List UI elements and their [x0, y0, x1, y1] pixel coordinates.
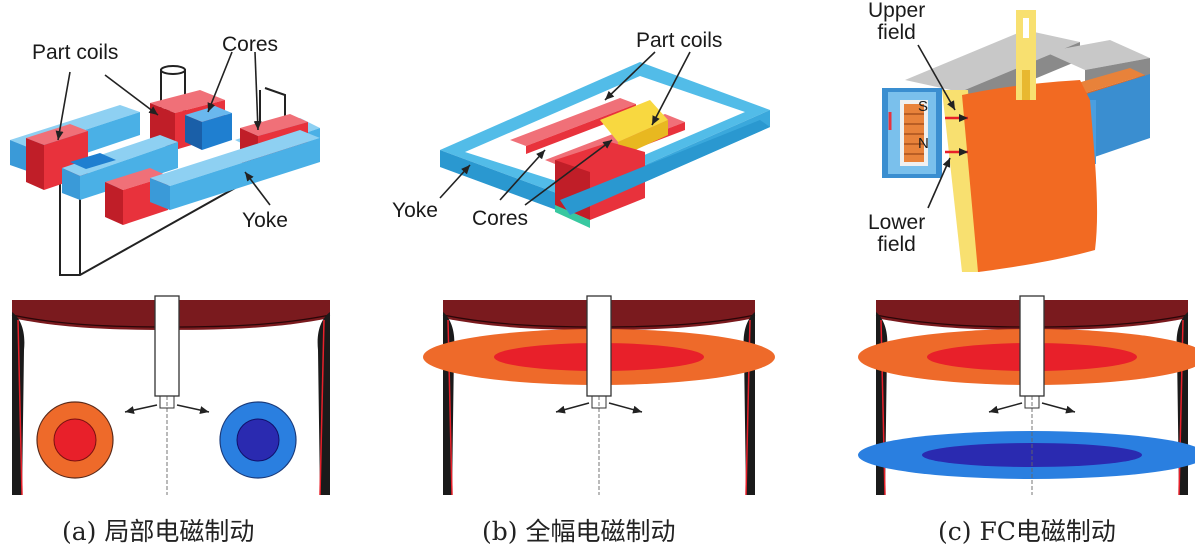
arrow-part-coils-1 [55, 71, 71, 141]
arrow-b-cores-2 [524, 139, 613, 206]
left-magnet-block [882, 88, 942, 178]
arrow-part-coils-2 [104, 74, 159, 116]
arrow-lower-field [927, 157, 951, 209]
arrow-cores-2 [253, 51, 262, 131]
arrow-yoke [244, 171, 271, 206]
panel-b-model [440, 62, 770, 228]
panel-b-arrows [439, 51, 691, 206]
coil-bar-front [510, 98, 636, 154]
coil-front-left [105, 168, 168, 225]
mold-plate [962, 80, 1098, 272]
mold-c [858, 295, 1195, 496]
label-c-pole-s: S [918, 98, 929, 115]
label-c-pole-n: N [918, 135, 929, 152]
mold-b [423, 295, 775, 496]
label-a-part-coils: Part coils [32, 41, 119, 64]
arrow-b-yoke [439, 164, 471, 199]
label-b-cores: Cores [472, 207, 529, 230]
mold-a [11, 295, 331, 496]
arrow-upper-field [917, 44, 956, 111]
arrow-b-part-coils-2 [651, 51, 691, 126]
caption-a: (a) 局部电磁制动 [62, 517, 255, 546]
label-c-lower-field: Lower field [868, 211, 926, 257]
label-a-cores: Cores [222, 33, 279, 56]
label-b-part-coils: Part coils [636, 29, 723, 52]
panel-c-arrows [917, 44, 956, 209]
panel-c-model [882, 10, 1150, 272]
core-center [185, 106, 232, 150]
arrow-cores-1 [207, 51, 233, 113]
arrow-b-cores-1 [499, 149, 546, 201]
frame-front-strip [560, 120, 770, 215]
label-b-yoke: Yoke [392, 199, 438, 222]
nozzle-plate [1016, 10, 1036, 100]
caption-b: (b) 全幅电磁制动 [482, 517, 676, 546]
panel-a-model [10, 65, 320, 276]
core-front-left [70, 153, 116, 169]
panel-a-arrows [55, 51, 271, 206]
caption-c: (c) FC电磁制动 [938, 517, 1116, 546]
label-a-yoke: Yoke [242, 209, 288, 232]
arrow-b-part-coils-1 [604, 51, 656, 101]
label-c-upper-field: Upper field [868, 0, 926, 45]
